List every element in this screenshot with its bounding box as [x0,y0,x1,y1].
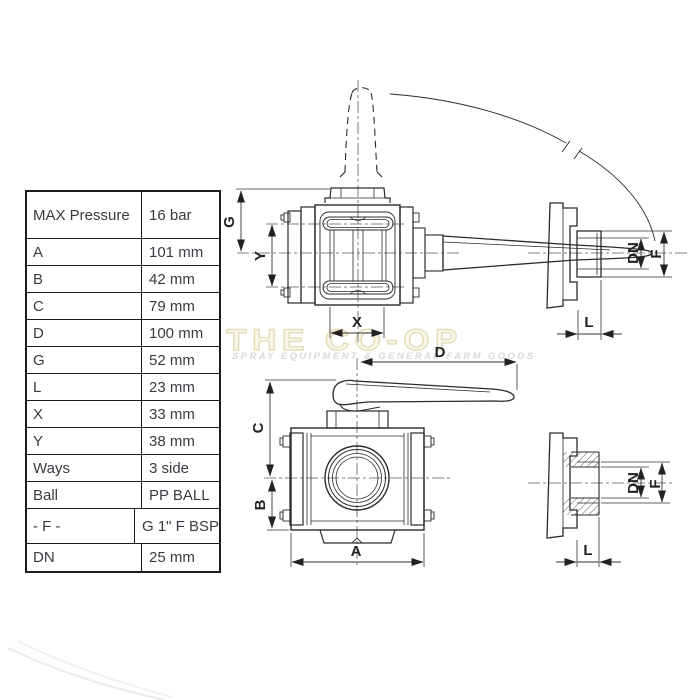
spec-value-cell: 23 mm [149,378,195,396]
spec-value-cell: 42 mm [149,270,195,288]
spec-label-cell: L [27,374,142,400]
dimension-lines [236,188,672,567]
top-view-drawing [237,80,656,342]
table-row: Y 38 mm [27,428,219,455]
spec-label-cell: Ball [27,482,142,508]
dimension-label-c: C [250,422,267,433]
spec-value-cell: PP BALL [149,486,210,504]
table-row: X 33 mm [27,401,219,428]
spec-value-cell: G 1" F BSP [141,517,219,535]
table-row: DN 25 mm [27,544,219,571]
table-row: G 52 mm [27,347,219,374]
table-row: A 101 mm [27,239,219,266]
dimension-label-b: B [252,499,269,510]
table-row: D 100 mm [27,320,219,347]
table-row: B 42 mm [27,266,219,293]
table-row: C 79 mm [27,293,219,320]
spec-label-cell: Y [27,428,142,454]
table-row: Ways 3 side [27,455,219,482]
spec-label-cell: Ways [27,455,142,481]
spec-label-cell: MAX Pressure [27,192,142,238]
spec-label-cell: D [27,320,142,346]
spec-value-cell: 3 side [149,459,190,477]
spec-value-cell: 33 mm [149,405,195,423]
spec-value-cell: 38 mm [149,432,195,450]
front-view-drawing [264,358,515,568]
dimension-label-dn: DN [625,472,642,494]
section-view-bottom-drawing [528,432,675,539]
table-row: Ball PP BALL [27,482,219,509]
corner-swoosh [7,640,173,700]
spec-value-cell: 16 bar [149,206,192,224]
spec-value-cell: 100 mm [149,324,204,342]
table-row: L 23 mm [27,374,219,401]
dimension-label-f: F [647,479,664,488]
dimension-label-g: G [221,216,238,228]
dimension-label-y: Y [252,251,269,261]
dimension-label-x: X [352,314,362,331]
spec-label-cell: B [27,266,142,292]
table-row: - F - G 1" F BSP [27,509,219,544]
spec-value-cell: 79 mm [149,297,195,315]
spec-value-cell: 25 mm [149,549,195,566]
spec-label-cell: - F - [27,509,135,543]
dimension-label-l: L [583,542,592,559]
dimension-label-l: L [584,314,593,331]
spec-value-cell: 52 mm [149,351,195,369]
spec-label-cell: C [27,293,142,319]
spec-label-cell: G [27,347,142,373]
dimension-labels: G Y X DN F L D C B A DN F L [221,216,665,560]
spec-table: MAX Pressure 16 bar A 101 mm B 42 mm C 79 mm… [25,190,221,573]
side-view-top-drawing [528,202,690,309]
table-row: MAX Pressure 16 bar [27,192,219,239]
dimension-label-dn: DN [625,242,642,264]
watermark-tagline: SPRAY EQUIPMENT & GENERAL FARM GOODS [232,351,536,362]
spec-label-cell: X [27,401,142,427]
spec-label-cell: A [27,239,142,265]
spec-value-cell: 101 mm [149,243,204,261]
dimension-label-a: A [351,543,362,560]
dimension-label-d: D [435,344,446,361]
dimension-label-f: F [648,249,665,258]
spec-label-cell: DN [27,544,142,571]
